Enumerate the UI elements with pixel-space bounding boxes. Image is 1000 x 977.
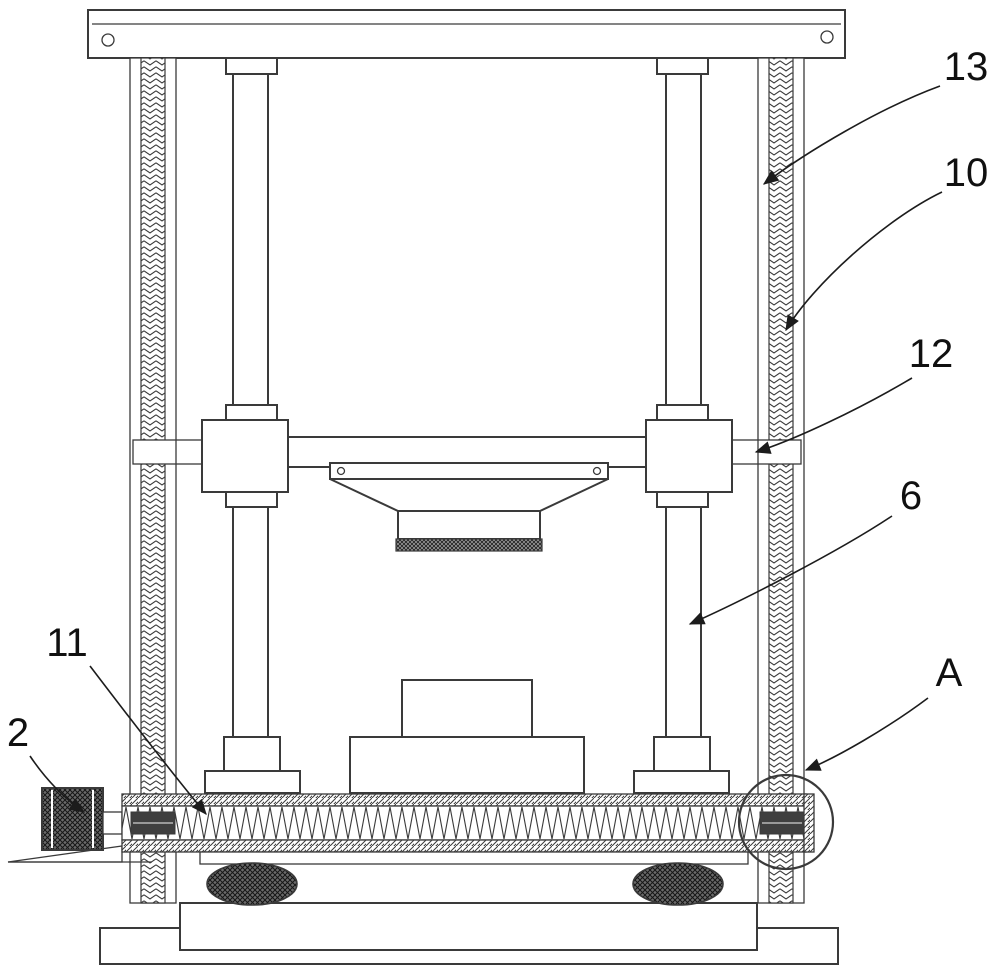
leader-13 (762, 85, 941, 185)
carriage-plate (199, 851, 749, 865)
left-column-rod (232, 57, 269, 738)
press-ram (397, 510, 541, 540)
left-guide-column (204, 57, 301, 794)
label-6: 6 (900, 474, 922, 518)
right-carrier-block (645, 419, 733, 493)
drive-motor (7, 787, 152, 863)
leader-A (804, 697, 929, 771)
horizontal-screw-assembly (121, 793, 815, 853)
leader-11 (89, 665, 207, 815)
right-screw-nut (731, 439, 802, 465)
press-bolt-right (592, 466, 602, 476)
left-screw-nut (132, 439, 203, 465)
right-column-upper-collar (656, 404, 709, 422)
press-taper (329, 478, 609, 512)
detail-circle-A (737, 773, 835, 871)
screw-top-rail (121, 793, 807, 807)
left-lead-screw (140, 57, 166, 904)
left-column-foot-plate (204, 770, 301, 794)
workpiece (349, 679, 585, 794)
beam-bolt-left (101, 33, 115, 47)
press-head (329, 462, 609, 552)
workpiece-lower-slab (349, 736, 585, 794)
right-column-foot (653, 736, 711, 772)
left-column-upper-collar (225, 404, 278, 422)
leader-2 (29, 755, 86, 813)
base-plate-upper (179, 902, 758, 951)
top-beam (87, 9, 846, 59)
beam-bolt-right (820, 30, 834, 44)
label-10: 10 (944, 151, 989, 195)
leader-6 (688, 515, 893, 625)
left-column-lower-collar (225, 490, 278, 508)
label-11: 11 (46, 621, 88, 665)
left-carrier-block (201, 419, 289, 493)
press-bolt-left (336, 466, 346, 476)
leader-10 (785, 191, 943, 332)
leader-12 (754, 377, 913, 454)
right-column-lower-collar (656, 490, 709, 508)
horizontal-lead-screw (121, 805, 807, 841)
press-mount-plate (329, 462, 609, 480)
label-12: 12 (909, 332, 954, 376)
screw-right-endwall (803, 793, 815, 853)
machine-base (99, 902, 839, 965)
roller-right (632, 862, 724, 906)
leader-lines (29, 85, 943, 815)
right-column-rod (665, 57, 702, 738)
left-column-foot (223, 736, 281, 772)
right-lead-screw (768, 57, 794, 904)
label-2: 2 (7, 711, 29, 755)
top-beam-outline (87, 9, 846, 59)
undercarriage (199, 851, 749, 906)
right-screw-assembly (757, 57, 805, 904)
screw-bottom-rail (121, 839, 807, 853)
right-column-top-cap (656, 57, 709, 75)
label-A: A (936, 651, 963, 695)
left-column-top-cap (225, 57, 278, 75)
label-13: 13 (944, 45, 989, 89)
right-column-foot-plate (633, 770, 730, 794)
press-pad (395, 538, 543, 552)
workpiece-upper-block (401, 679, 533, 738)
roller-left (206, 862, 298, 906)
left-screw-assembly (129, 57, 177, 904)
motor-shaft (102, 811, 123, 835)
reference-labels: 13 10 12 6 A 11 2 (7, 45, 988, 755)
